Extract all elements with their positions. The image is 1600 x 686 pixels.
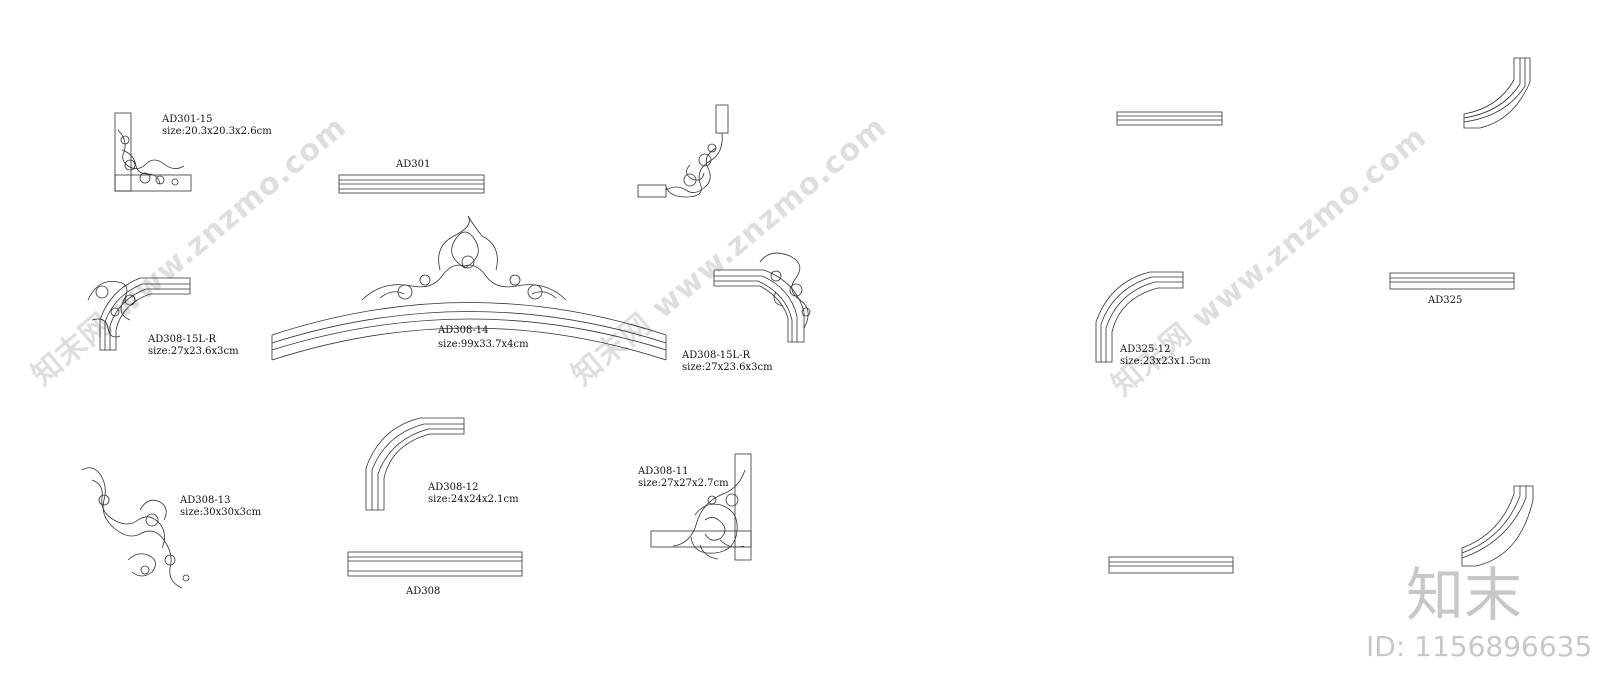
part-size-ad308-14: size:99x33.7x4cm	[438, 339, 529, 350]
watermark-id: ID: 1156896635	[1366, 630, 1593, 663]
part-code-ad325: AD325	[1428, 295, 1463, 306]
part-code-ad308-14: AD308-14	[438, 325, 489, 336]
corner-ornament-top-middle	[637, 104, 729, 198]
part-size-ad301-15: size:20.3x20.3x2.6cm	[162, 126, 272, 137]
part-size-ad308-12: size:24x24x2.1cm	[428, 494, 519, 505]
part-code-ad308-15l-r-right: AD308-15L-R	[682, 350, 750, 361]
corner-moulding-ad308-15l-r-left	[87, 277, 191, 351]
corner-moulding-ad308-15l-r-right	[713, 252, 811, 343]
moulding-profile-ad301	[338, 174, 485, 194]
moulding-profile-right-top	[1116, 111, 1223, 126]
corner-ornament-ad308-11	[650, 453, 752, 561]
scroll-ornament-ad308-13	[81, 467, 190, 589]
part-size-ad308-11: size:27x27x2.7cm	[638, 478, 729, 489]
part-code-ad308: AD308	[406, 586, 441, 597]
part-size-ad308-15l-r-left: size:27x23.6x3cm	[148, 346, 239, 357]
part-code-ad308-12: AD308-12	[428, 482, 479, 493]
part-size-ad325-12: size:23x23x1.5cm	[1120, 356, 1211, 367]
part-size-ad308-15l-r-right: size:27x23.6x3cm	[682, 362, 773, 373]
curved-corner-ad308-12	[365, 417, 465, 511]
part-code-ad308-11: AD308-11	[638, 466, 689, 477]
part-code-ad308-13: AD308-13	[180, 495, 231, 506]
curved-corner-ad325-12	[1095, 271, 1184, 363]
moulding-profile-ad325	[1389, 272, 1515, 290]
corner-ornament-ad301-15	[114, 112, 192, 192]
part-size-ad308-13: size:30x30x3cm	[180, 507, 262, 518]
moulding-profile-right-bottom	[1108, 556, 1234, 574]
watermark-logo: 知末	[1406, 561, 1523, 629]
part-code-ad301: AD301	[396, 159, 431, 170]
curved-corner-right-bottom	[1461, 485, 1534, 567]
arch-crest-ad308-14	[271, 215, 667, 361]
moulding-profile-ad308	[347, 551, 523, 577]
part-code-ad325-12: AD325-12	[1120, 344, 1171, 355]
part-code-ad308-15l-r-left: AD308-15L-R	[148, 334, 216, 345]
curved-corner-right-top	[1463, 57, 1531, 129]
part-code-ad301-15: AD301-15	[162, 114, 213, 125]
